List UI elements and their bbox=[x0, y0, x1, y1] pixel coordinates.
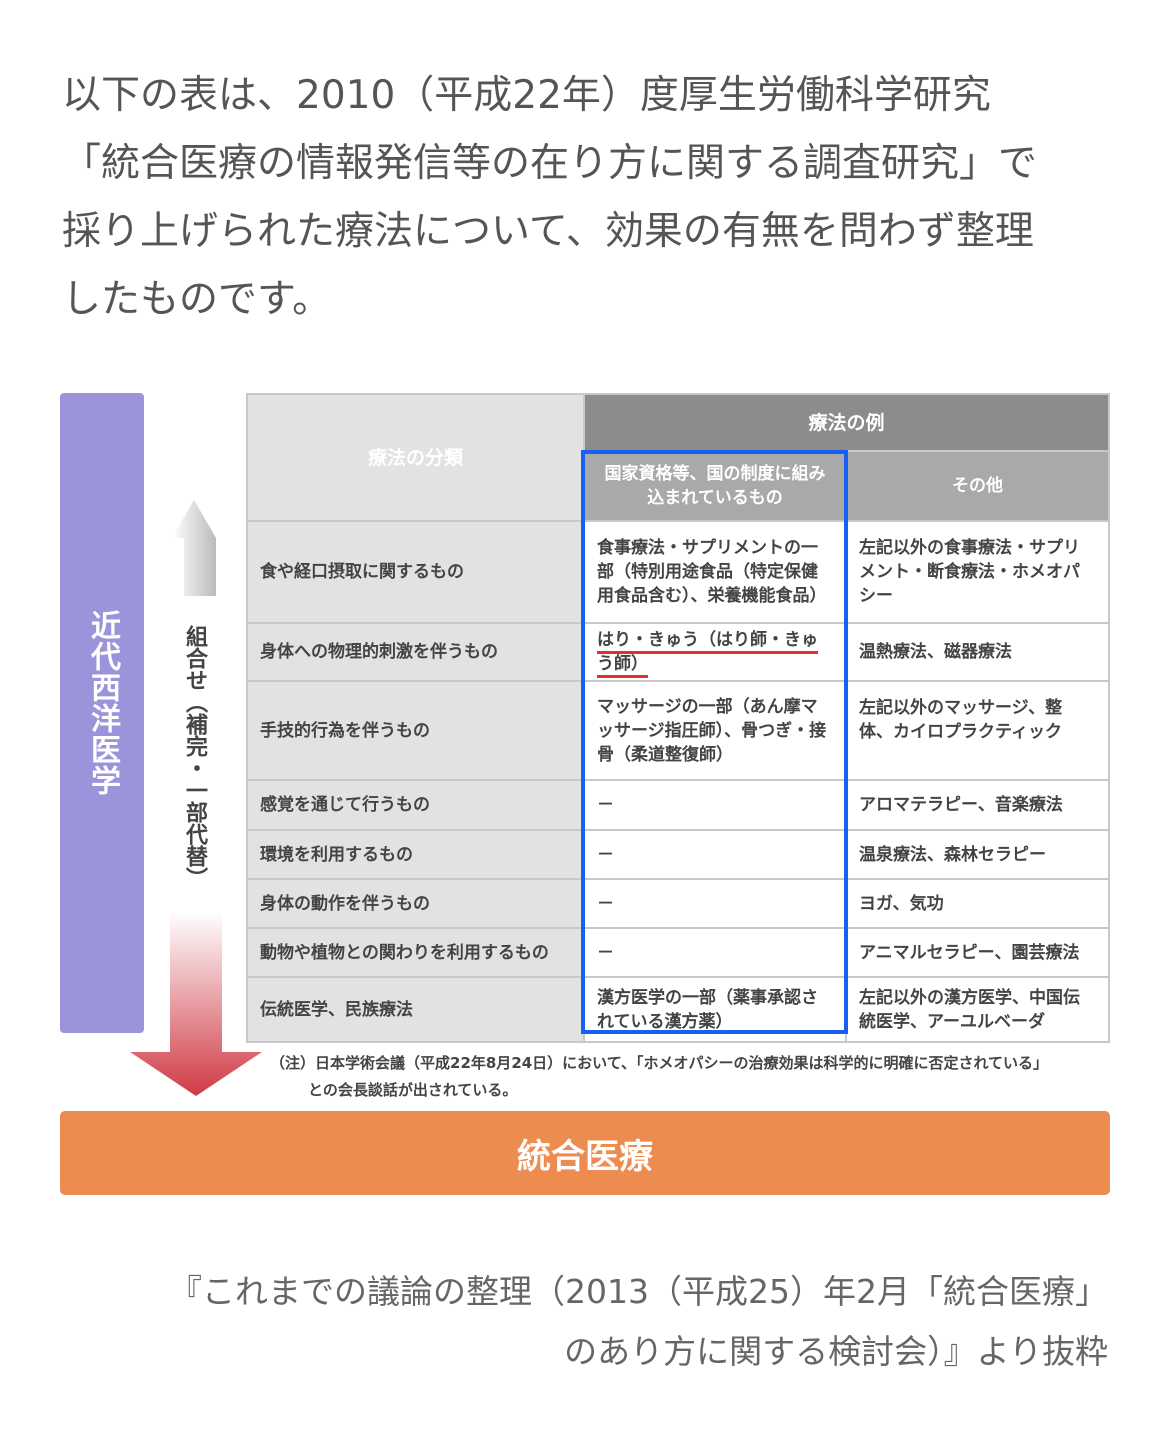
intro-line: 採り上げられた療法について、効果の有無を問わず整理 bbox=[62, 209, 1034, 254]
cell-national: － bbox=[583, 878, 847, 929]
cell-other: 左記以外の漢方医学、中国伝統医学、アーユルベーダ bbox=[845, 976, 1110, 1043]
cell-national: 漢方医学の一部（薬事承認されている漢方薬） bbox=[583, 976, 847, 1043]
up-arrow-icon bbox=[172, 500, 216, 596]
combination-label: 組合せ（補完・一部代替） bbox=[182, 625, 207, 889]
header-national: 国家資格等、国の制度に組み込まれているもの bbox=[583, 450, 847, 522]
cell-other: アロマテラピー、音楽療法 bbox=[845, 779, 1110, 831]
intro-line: 「統合医療の情報発信等の在り方に関する調査研究」で bbox=[62, 141, 1038, 186]
cell-national: 食事療法・サプリメントの一部（特別用途食品（特定保健用食品含む）、栄養機能食品） bbox=[583, 520, 847, 624]
note-line: （注）日本学術会議（平成22年8月24日）において、「ホメオパシーの治療効果は科… bbox=[270, 1054, 1049, 1072]
cell-other: 左記以外のマッサージ、整体、カイロプラクティック bbox=[845, 680, 1110, 781]
cell-category: 身体の動作を伴うもの bbox=[246, 878, 585, 929]
note-line: との会長談話が出されている。 bbox=[308, 1081, 518, 1099]
cell-national-highlighted: はり・きゅう（はり師・きゅう師） bbox=[597, 630, 818, 678]
cell-other: 温熱療法、磁器療法 bbox=[845, 622, 1110, 682]
citation-line: のあり方に関する検討会）』より抜粋 bbox=[564, 1332, 1108, 1371]
table-note: （注）日本学術会議（平成22年8月24日）において、「ホメオパシーの治療効果は科… bbox=[270, 1050, 1048, 1104]
intro-paragraph: 以下の表は、2010（平成22年）度厚生労働科学研究 「統合医療の情報発信等の在… bbox=[62, 62, 1122, 334]
cell-national: － bbox=[583, 779, 847, 831]
therapy-table: 療法の分類 療法の例 国家資格等、国の制度に組み込まれているもの その他 食や経… bbox=[246, 393, 1110, 1043]
cell-category: 身体への物理的刺激を伴うもの bbox=[246, 622, 585, 682]
cell-category: 感覚を通じて行うもの bbox=[246, 779, 585, 831]
cell-other: 温泉療法、森林セラピー bbox=[845, 829, 1110, 880]
cell-category: 手技的行為を伴うもの bbox=[246, 680, 585, 781]
header-other: その他 bbox=[845, 450, 1110, 522]
cell-national: マッサージの一部（あん摩マッサージ指圧師）、骨つぎ・接骨（柔道整復師） bbox=[583, 680, 847, 781]
citation-line: 『これまでの議論の整理（2013（平成25）年2月「統合医療」 bbox=[169, 1272, 1108, 1311]
intro-line: 以下の表は、2010（平成22年）度厚生労働科学研究 bbox=[62, 73, 991, 118]
cell-national: － bbox=[583, 927, 847, 978]
western-medicine-label: 近代西洋医学 bbox=[85, 610, 120, 796]
header-examples: 療法の例 bbox=[583, 393, 1110, 452]
cell-category: 食や経口摂取に関するもの bbox=[246, 520, 585, 624]
citation: 『これまでの議論の整理（2013（平成25）年2月「統合医療」 のあり方に関する… bbox=[169, 1262, 1108, 1382]
cell-category: 伝統医学、民族療法 bbox=[246, 976, 585, 1043]
cell-other: 左記以外の食事療法・サプリメント・断食療法・ホメオパシー bbox=[845, 520, 1110, 624]
cell-national: － bbox=[583, 829, 847, 880]
integrative-medicine-bar: 統合医療 bbox=[60, 1111, 1110, 1195]
western-medicine-bar bbox=[60, 393, 144, 1033]
down-arrow-icon bbox=[130, 912, 262, 1096]
cell-category: 動物や植物との関わりを利用するもの bbox=[246, 927, 585, 978]
header-category: 療法の分類 bbox=[246, 393, 585, 522]
cell-other: ヨガ、気功 bbox=[845, 878, 1110, 929]
cell-category: 環境を利用するもの bbox=[246, 829, 585, 880]
intro-line: したものです。 bbox=[62, 277, 332, 322]
cell-other: アニマルセラピー、園芸療法 bbox=[845, 927, 1110, 978]
